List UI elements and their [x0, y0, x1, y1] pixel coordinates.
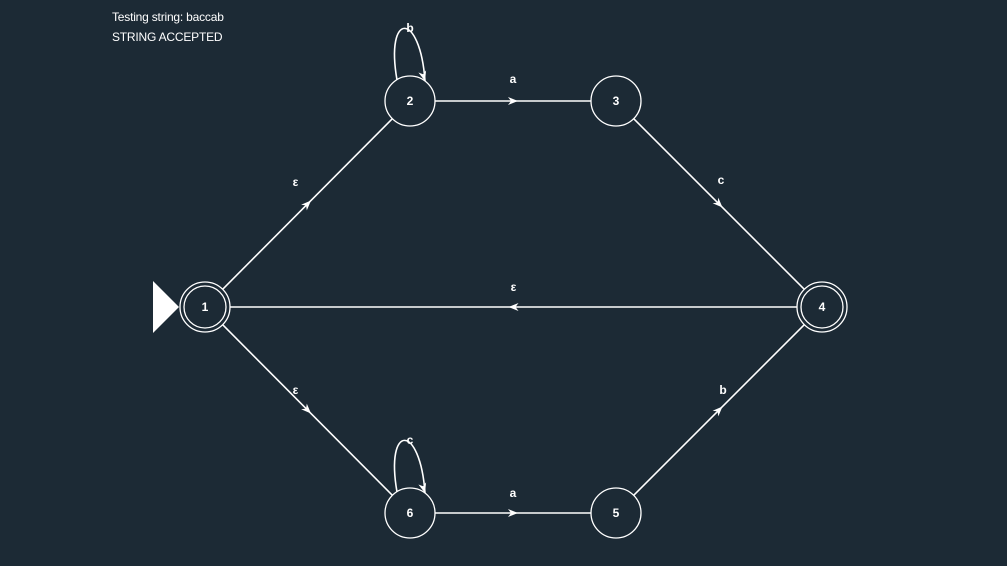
accepting-ring: [183, 285, 227, 329]
transition-label-1-6: ε: [293, 383, 299, 397]
arrowhead-4-1: [508, 303, 519, 311]
state-node-4[interactable]: 4: [796, 281, 848, 333]
transition-label-6-5: a: [510, 486, 517, 500]
transition-label-4-1: ε: [511, 280, 517, 294]
transition-label-5-4: b: [719, 383, 726, 397]
state-node-3[interactable]: 3: [590, 75, 642, 127]
transitions-layer: ε b a c ε ε c a b: [222, 21, 805, 517]
transition-label-1-2: ε: [293, 175, 299, 189]
state-node-2[interactable]: 2: [384, 75, 436, 127]
arrowhead-2-3: [508, 97, 518, 105]
state-circle: [590, 75, 642, 127]
arrowhead-6-5: [508, 509, 518, 517]
state-label: 3: [613, 94, 620, 108]
state-node-6[interactable]: 6: [384, 487, 436, 539]
state-label: 5: [613, 506, 620, 520]
state-circle: [590, 487, 642, 539]
result-text: STRING ACCEPTED: [112, 30, 223, 44]
status-panel: Testing string: baccab STRING ACCEPTED: [112, 7, 224, 47]
states-layer: 1 2 3 4 5 6: [153, 75, 848, 539]
arrowhead-1-2: [301, 200, 312, 211]
arrowhead-2-2: [418, 70, 427, 81]
start-state-arrow: [153, 281, 179, 333]
arrowhead-6-6: [418, 482, 427, 493]
transition-label-2-2: b: [406, 21, 413, 35]
self-loop-6: [393, 439, 426, 494]
transition-label-6-6: c: [407, 433, 414, 447]
testing-string-text: Testing string: baccab: [112, 10, 224, 24]
state-label: 6: [407, 506, 414, 520]
transition-label-3-4: c: [718, 173, 725, 187]
state-circle: [384, 75, 436, 127]
state-label: 4: [819, 300, 826, 314]
state-circle: [384, 487, 436, 539]
arrowhead-1-6: [301, 403, 312, 414]
state-label: 2: [407, 94, 414, 108]
self-loop-2: [393, 27, 426, 82]
transition-label-2-3: a: [510, 72, 517, 86]
state-node-5[interactable]: 5: [590, 487, 642, 539]
arrowhead-5-4: [712, 406, 723, 417]
state-node-1[interactable]: 1: [179, 281, 231, 333]
state-label: 1: [202, 300, 209, 314]
accepting-ring: [800, 285, 844, 329]
arrowhead-3-4: [712, 197, 723, 208]
